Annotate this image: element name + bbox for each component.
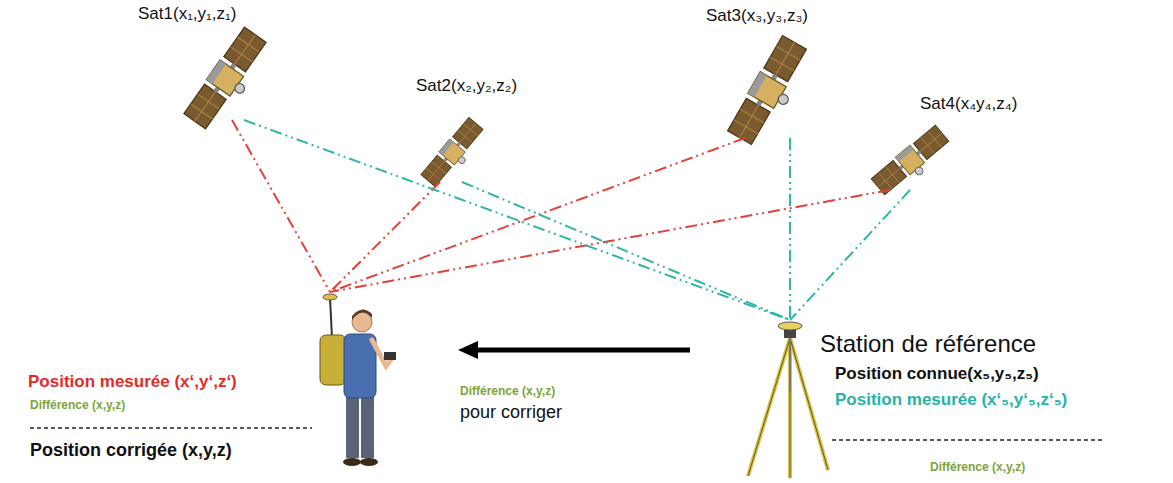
correction-note: pour corriger bbox=[460, 402, 562, 424]
leg bbox=[361, 396, 374, 458]
known-position: Position connue(x₅,y₅,z₅) bbox=[835, 364, 1039, 384]
satellite-icon bbox=[420, 117, 488, 191]
tripod-leg-edge bbox=[790, 338, 791, 478]
satellite-icon bbox=[727, 35, 816, 150]
signal-line bbox=[330, 190, 890, 292]
difference-label: Différence (x,y,z) bbox=[460, 384, 555, 398]
shoe bbox=[360, 458, 378, 466]
signal-line bbox=[330, 182, 440, 292]
backpack bbox=[320, 335, 346, 385]
satellite-label: Sat1(x₁,y₁,z₁) bbox=[138, 4, 236, 24]
separator-line bbox=[30, 427, 312, 429]
hair bbox=[352, 309, 372, 320]
rover-person bbox=[320, 294, 396, 466]
signal-line bbox=[232, 120, 330, 292]
antenna-pole bbox=[330, 298, 332, 338]
signal-line bbox=[790, 190, 910, 320]
satellite-icon bbox=[183, 26, 274, 134]
signal-line bbox=[330, 138, 745, 292]
difference-label: Différence (x,y,z) bbox=[930, 460, 1025, 474]
satellite-label: Sat4(x₄y₄,z₄) bbox=[920, 94, 1017, 114]
leg bbox=[346, 396, 359, 458]
separator-line bbox=[832, 439, 1105, 441]
signal-line bbox=[789, 138, 791, 320]
reference-tripod bbox=[748, 322, 828, 478]
measured-position: Position mesurée (x‘,y‘,z‘) bbox=[28, 372, 237, 392]
tripod-leg-edge bbox=[748, 338, 790, 476]
difference-label: Différence (x,y,z) bbox=[30, 398, 125, 412]
reference-station-node: Station de référencePosition connue(x₅,y… bbox=[690, 320, 1120, 480]
rover-node: Position mesurée (x‘,y‘,z‘) Différence (x… bbox=[24, 292, 458, 472]
corrected-position: Position corrigée (x,y,z) bbox=[30, 440, 232, 462]
antenna bbox=[778, 322, 802, 330]
signal-line bbox=[462, 182, 790, 320]
tripod-leg bbox=[790, 338, 828, 470]
handheld-device bbox=[384, 352, 396, 360]
plumb-line bbox=[789, 338, 791, 392]
signal-line bbox=[244, 120, 790, 320]
tripod-leg bbox=[788, 338, 792, 478]
satellite-node: Sat4(x₄y₄,z₄) bbox=[875, 90, 1070, 190]
shoe bbox=[343, 458, 361, 466]
tripod-leg bbox=[748, 338, 790, 476]
correction-arrow bbox=[478, 348, 690, 353]
satellite-label: Sat3(x₃,y₃,z₃) bbox=[706, 6, 808, 26]
measured-position: Position mesurée (x‘₅,y‘₅,z‘₅) bbox=[835, 390, 1067, 410]
tripod-leg-edge bbox=[790, 338, 828, 470]
satellite-icon bbox=[871, 124, 954, 200]
satellite-label: Sat2(x₂,y₂,z₂) bbox=[416, 76, 517, 96]
satellite-node: Sat1(x₁,y₁,z₁) bbox=[132, 2, 297, 120]
satellite-node: Sat2(x₂,y₂,z₂) bbox=[412, 74, 582, 182]
station-title: Station de référence bbox=[820, 330, 1036, 359]
satellite-node: Sat3(x₃,y₃,z₃) bbox=[700, 4, 875, 138]
antenna bbox=[323, 294, 337, 300]
